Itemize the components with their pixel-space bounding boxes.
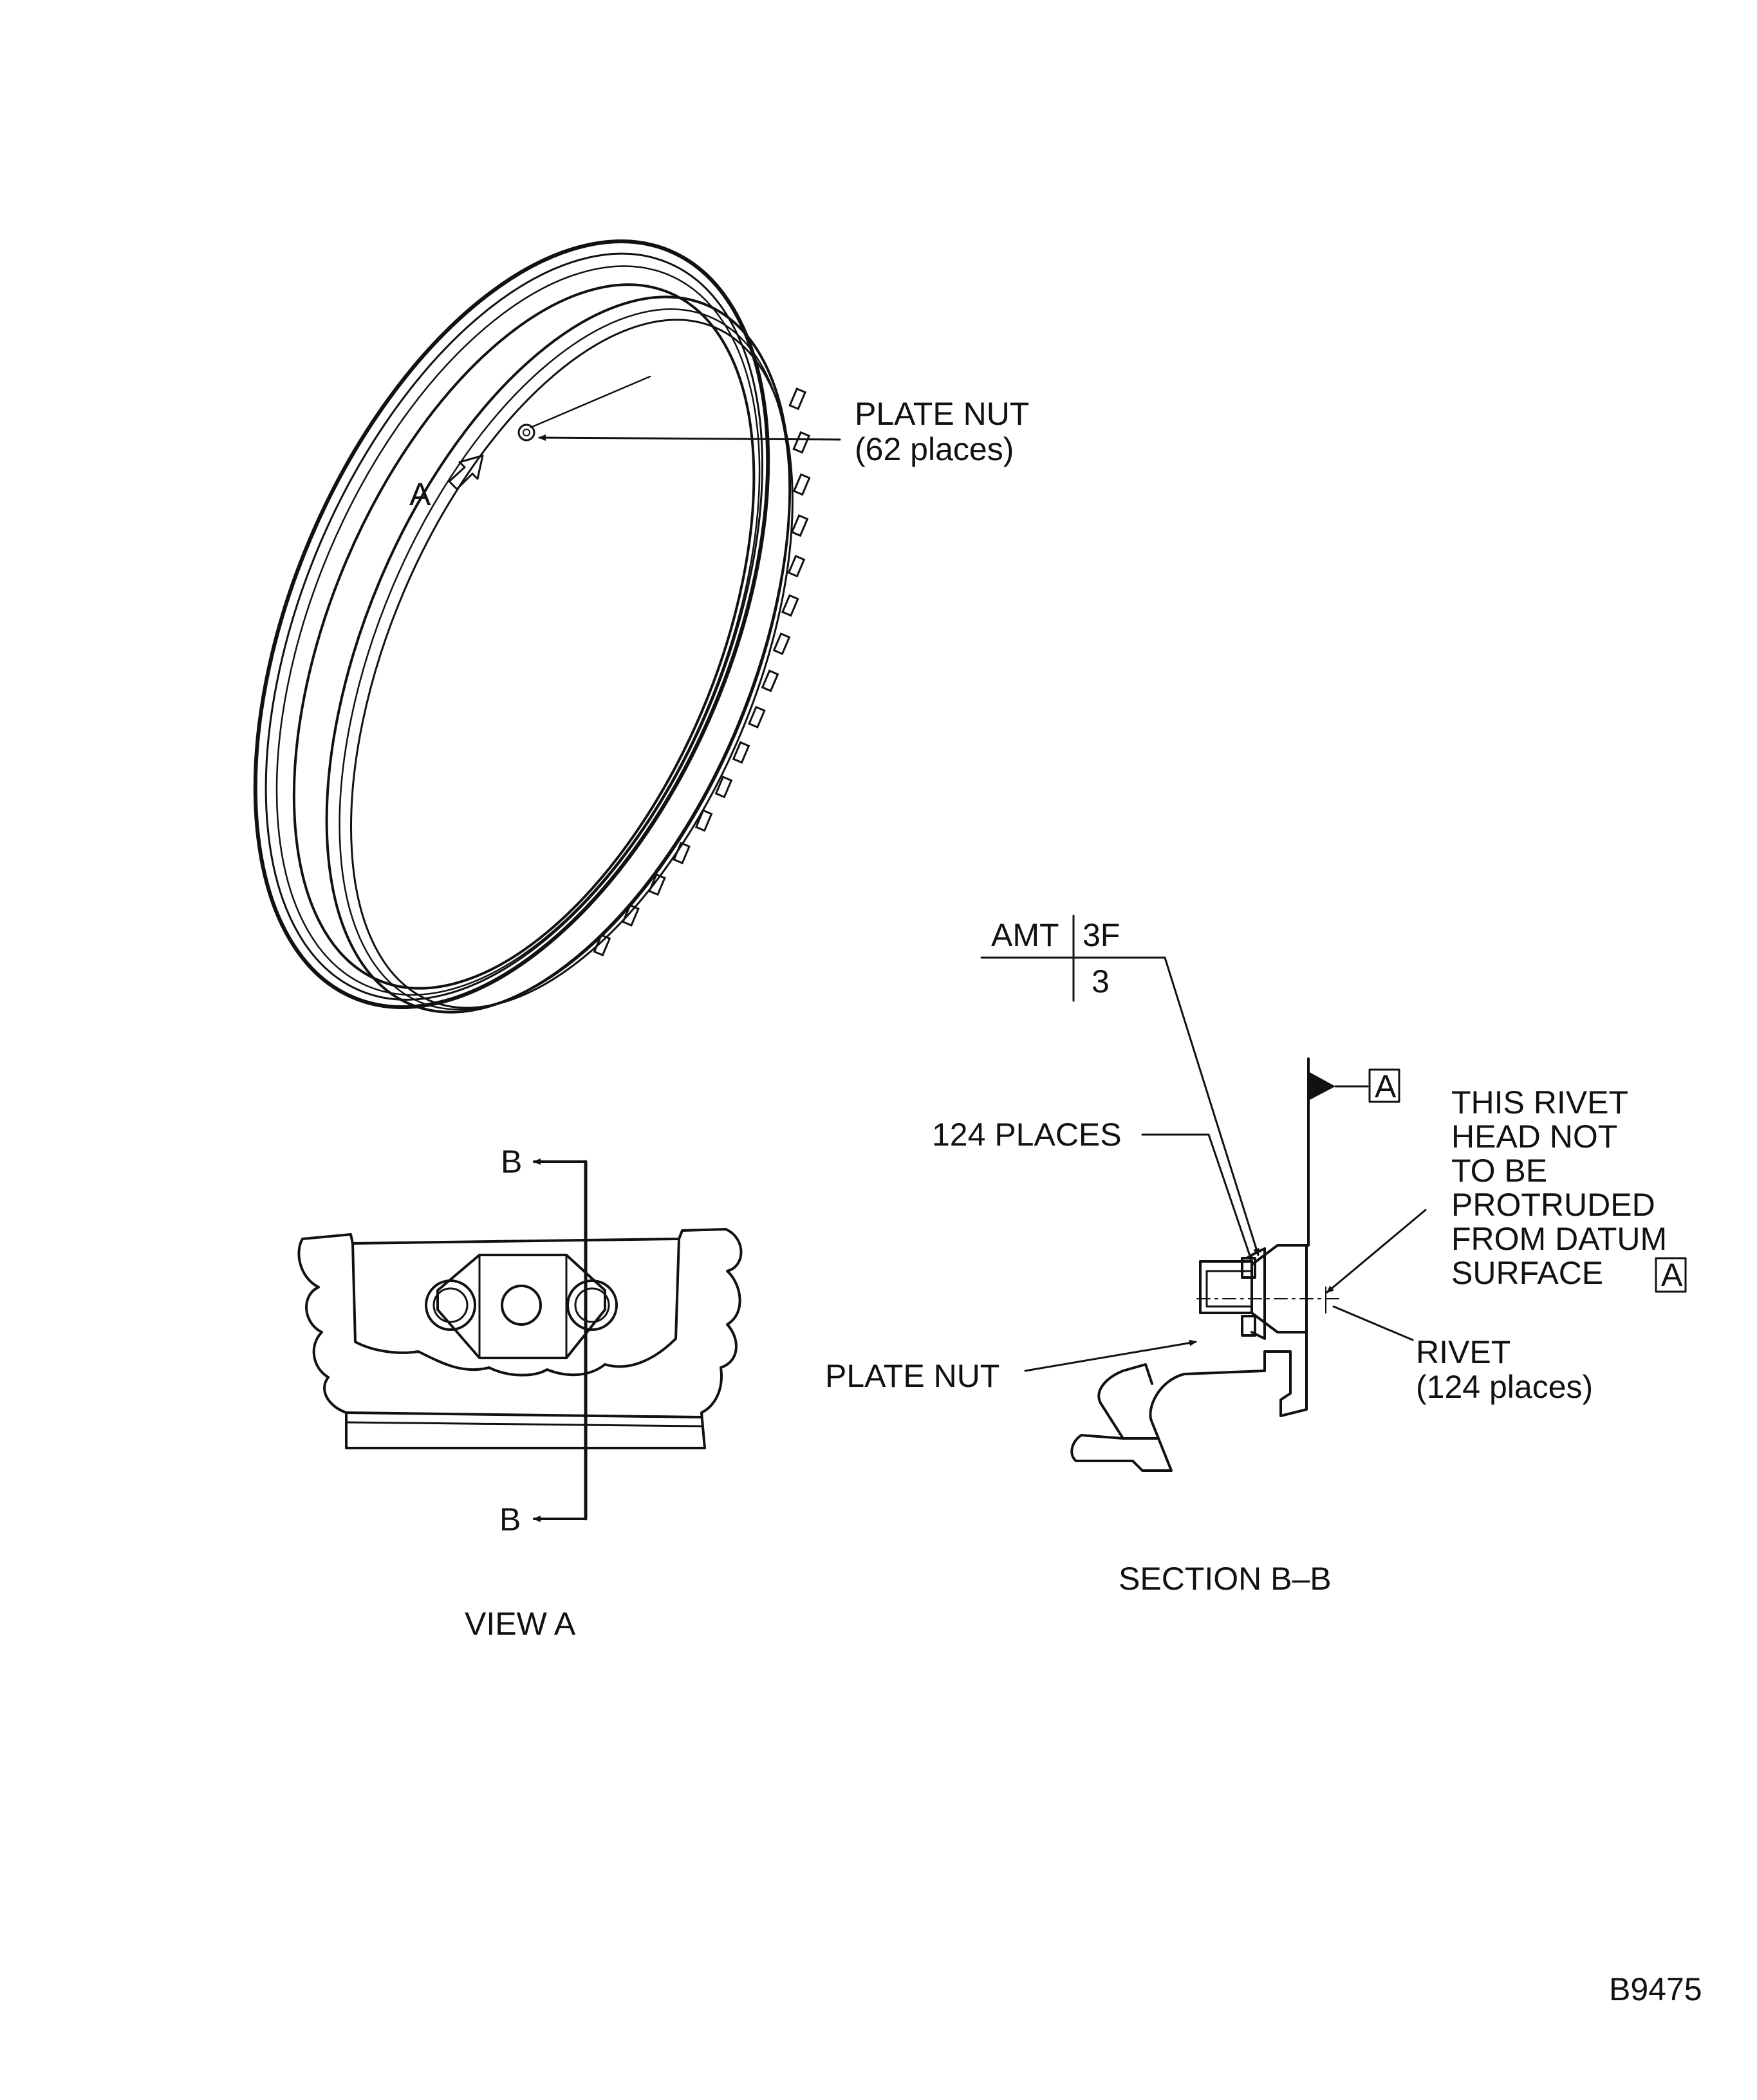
ring-lugs	[593, 387, 811, 957]
datum-note-letter: A	[1661, 1257, 1683, 1293]
figure-id: B9475	[1609, 1971, 1702, 2007]
view-a-title: VIEW A	[465, 1606, 576, 1642]
amt-column-value: 3	[1092, 963, 1110, 999]
view-a-outline	[297, 1228, 743, 1449]
ring-far-flange-outer	[350, 319, 794, 1009]
rivet-leader	[1332, 1305, 1414, 1341]
places-124-label: 124 PLACES	[932, 1117, 1122, 1153]
plate-nut-section-leader	[1024, 1339, 1197, 1372]
rivet-note: THIS RIVET HEAD NOT TO BE PROTRUDED FROM…	[1451, 1084, 1687, 1293]
note-line-3: TO BE	[1451, 1153, 1547, 1189]
view-a-rivet-right	[566, 1279, 618, 1331]
datum-flag-letter: A	[1375, 1068, 1397, 1104]
datum-flag-icon	[1308, 1072, 1335, 1101]
note-line-4: PROTRUDED	[1451, 1187, 1655, 1223]
note-leader	[1326, 1209, 1427, 1294]
section-bb-drawing	[1024, 956, 1427, 1472]
view-a-arrow-icon	[448, 454, 484, 490]
view-a-center-hole	[501, 1285, 542, 1326]
note-line-6: SURFACE	[1451, 1255, 1603, 1291]
section-rivet-head	[1250, 1244, 1308, 1333]
section-plate-nut	[1199, 1260, 1253, 1314]
ring-assembly-view	[253, 239, 841, 1014]
ring-far-flange-groove	[339, 308, 791, 1010]
datum-note-box	[1655, 1257, 1687, 1293]
rivet-label-2: (124 places)	[1416, 1369, 1593, 1405]
amt-table	[980, 915, 1166, 1002]
section-flange	[1263, 1244, 1308, 1417]
view-a-plate-nut	[436, 1254, 606, 1359]
plate-nut-top-label-1: PLATE NUT	[855, 396, 1029, 432]
ring-outer-rim	[253, 239, 770, 1009]
view-a-pocket	[351, 1238, 680, 1377]
plate-nut-section-label: PLATE NUT	[825, 1358, 999, 1394]
plate-nut-leader	[538, 434, 841, 441]
note-line-2: HEAD NOT	[1451, 1119, 1617, 1155]
view-arrow-letter: A	[409, 476, 431, 512]
datum-flag-box	[1368, 1068, 1400, 1103]
ring-inner-edge	[292, 283, 756, 990]
section-title: SECTION B–B	[1119, 1561, 1332, 1597]
view-a-rivet-left	[425, 1279, 476, 1331]
ring-rim-groove-2	[275, 265, 761, 996]
section-lip	[1070, 1434, 1173, 1472]
note-line-5: FROM DATUM	[1451, 1221, 1667, 1257]
amt-label: AMT	[991, 917, 1059, 953]
rivet-label-1: RIVET	[1416, 1334, 1511, 1370]
ring-far-flange	[325, 295, 792, 1014]
amt-column-header: 3F	[1083, 917, 1120, 953]
plate-nut-marker	[517, 423, 535, 441]
amt-leader	[1164, 956, 1260, 1256]
plate-nut-top-label-2: (62 places)	[855, 431, 1014, 467]
section-bottom-letter: B	[499, 1501, 521, 1538]
note-line-1: THIS RIVET	[1451, 1084, 1628, 1120]
section-top-letter: B	[501, 1144, 522, 1180]
view-a-drawing	[297, 1158, 743, 1522]
ring-rim-groove	[265, 252, 763, 1001]
